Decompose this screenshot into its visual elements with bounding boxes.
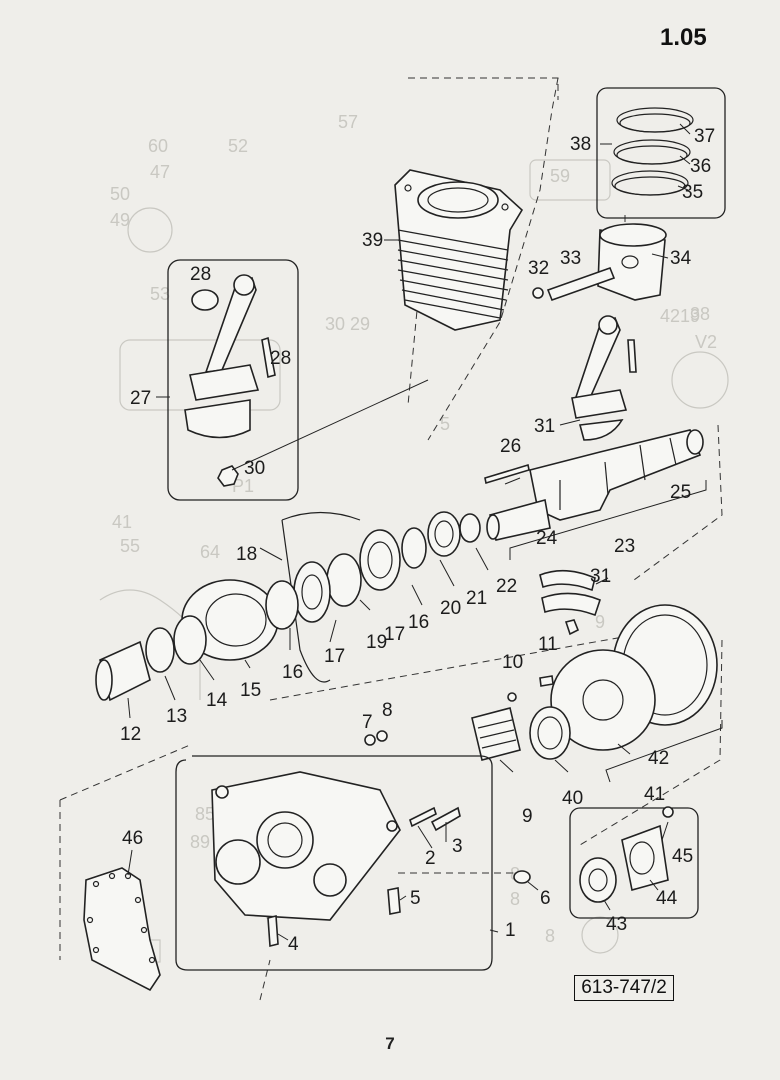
callout-41: 41 (644, 784, 665, 805)
piston-assembly (532, 223, 667, 302)
ghost-label: 9 (595, 612, 605, 632)
connecting-rod (571, 315, 637, 441)
ghost-label: 49 (110, 210, 130, 230)
callout-20: 20 (440, 598, 461, 619)
main-bearing-shells (539, 569, 601, 636)
ghost-label: 52 (228, 136, 248, 156)
ghost-label: 30 (325, 314, 345, 334)
callout-39: 39 (362, 230, 383, 251)
part-callouts: 1 2 3 4 5 6 7 8 9 10 11 12 13 14 15 16 1… (120, 126, 715, 955)
callout-10: 10 (502, 652, 523, 673)
ghost-label: 5 (440, 414, 450, 434)
callout-35: 35 (682, 182, 703, 203)
ghost-label: 55 (120, 536, 140, 556)
callout-17: 17 (324, 646, 345, 667)
callout-21: 21 (466, 588, 487, 609)
crankshaft (484, 429, 704, 541)
flywheel-assembly (507, 604, 718, 760)
drawing-number-box: 613-747/2 (574, 975, 674, 1001)
callout-31b: 31 (590, 566, 611, 587)
ghost-label: 8 (510, 889, 520, 909)
callout-13: 13 (166, 706, 187, 727)
leader-lines (127, 123, 723, 941)
ghost-label: 85 (195, 804, 215, 824)
callout-30: 30 (244, 458, 265, 479)
callout-14: 14 (206, 690, 228, 711)
callout-8: 8 (382, 700, 393, 721)
section-code: 1.05 (660, 24, 707, 51)
cylinder-barrel (394, 169, 524, 331)
timing-gear-train (281, 511, 481, 683)
callout-9: 9 (522, 806, 533, 827)
callout-11: 11 (538, 634, 558, 655)
front-pulley-assembly (95, 579, 299, 702)
small-fasteners (364, 730, 388, 746)
ghost-label: P1 (232, 476, 254, 496)
callout-43: 43 (606, 914, 627, 935)
callout-36: 36 (690, 156, 711, 177)
rear-hub-assembly (569, 806, 699, 919)
callout-7: 7 (362, 712, 373, 733)
callout-34: 34 (670, 248, 692, 269)
ghost-label: V2 (695, 332, 717, 352)
ghost-label: 64 (200, 542, 220, 562)
callout-32: 32 (528, 258, 549, 279)
ghost-label: 60 (148, 136, 168, 156)
piston-ring-set (596, 87, 726, 219)
callout-2: 2 (425, 848, 436, 869)
connecting-rod-inset (167, 259, 429, 501)
cover-gasket (83, 867, 161, 992)
callout-44: 44 (656, 888, 678, 909)
strainer (471, 707, 521, 761)
callout-4: 4 (288, 934, 299, 955)
ghost-label: 50 (110, 184, 130, 204)
page-number: 7 (385, 1034, 395, 1053)
bleed-through-background: 57 52 50 60 47 59 49 38 53 5 P1 8 8 8 85… (99, 112, 729, 963)
callout-37: 37 (694, 126, 715, 147)
callout-31: 31 (534, 416, 555, 437)
callout-6: 6 (540, 888, 551, 909)
ghost-label: 38 (690, 304, 710, 324)
callout-42: 42 (648, 748, 669, 769)
ghost-label: 47 (150, 162, 170, 182)
ghost-label: 89 (190, 832, 210, 852)
callout-15: 15 (240, 680, 261, 701)
callout-3: 3 (452, 836, 463, 857)
ghost-label: 59 (550, 166, 570, 186)
callout-24: 24 (536, 528, 558, 549)
ghost-label: 41 (112, 512, 132, 532)
callout-40: 40 (562, 788, 583, 809)
callout-1: 1 (505, 920, 516, 941)
ghost-label: 53 (150, 284, 170, 304)
callout-16b: 16 (408, 612, 429, 633)
callout-28b: 28 (270, 348, 291, 369)
callout-18: 18 (236, 544, 257, 565)
callout-17b: 17 (384, 624, 405, 645)
callout-33: 33 (560, 248, 581, 269)
ghost-label: 4219 (660, 306, 700, 326)
callout-26: 26 (500, 436, 521, 457)
callout-22: 22 (496, 576, 517, 597)
callout-38: 38 (570, 134, 591, 155)
ghost-label: 29 (350, 314, 370, 334)
callout-27: 27 (130, 388, 151, 409)
callout-45: 45 (672, 846, 693, 867)
callout-23: 23 (614, 536, 635, 557)
ghost-label: 8 (545, 926, 555, 946)
callout-25: 25 (670, 482, 691, 503)
callout-12: 12 (120, 724, 141, 745)
ghost-label: 57 (338, 112, 358, 132)
callout-16: 16 (282, 662, 303, 683)
callout-46: 46 (122, 828, 143, 849)
callout-28: 28 (190, 264, 211, 285)
callout-5: 5 (410, 888, 421, 909)
crankcase-cover-inset (175, 755, 531, 971)
callout-19: 19 (366, 632, 387, 653)
